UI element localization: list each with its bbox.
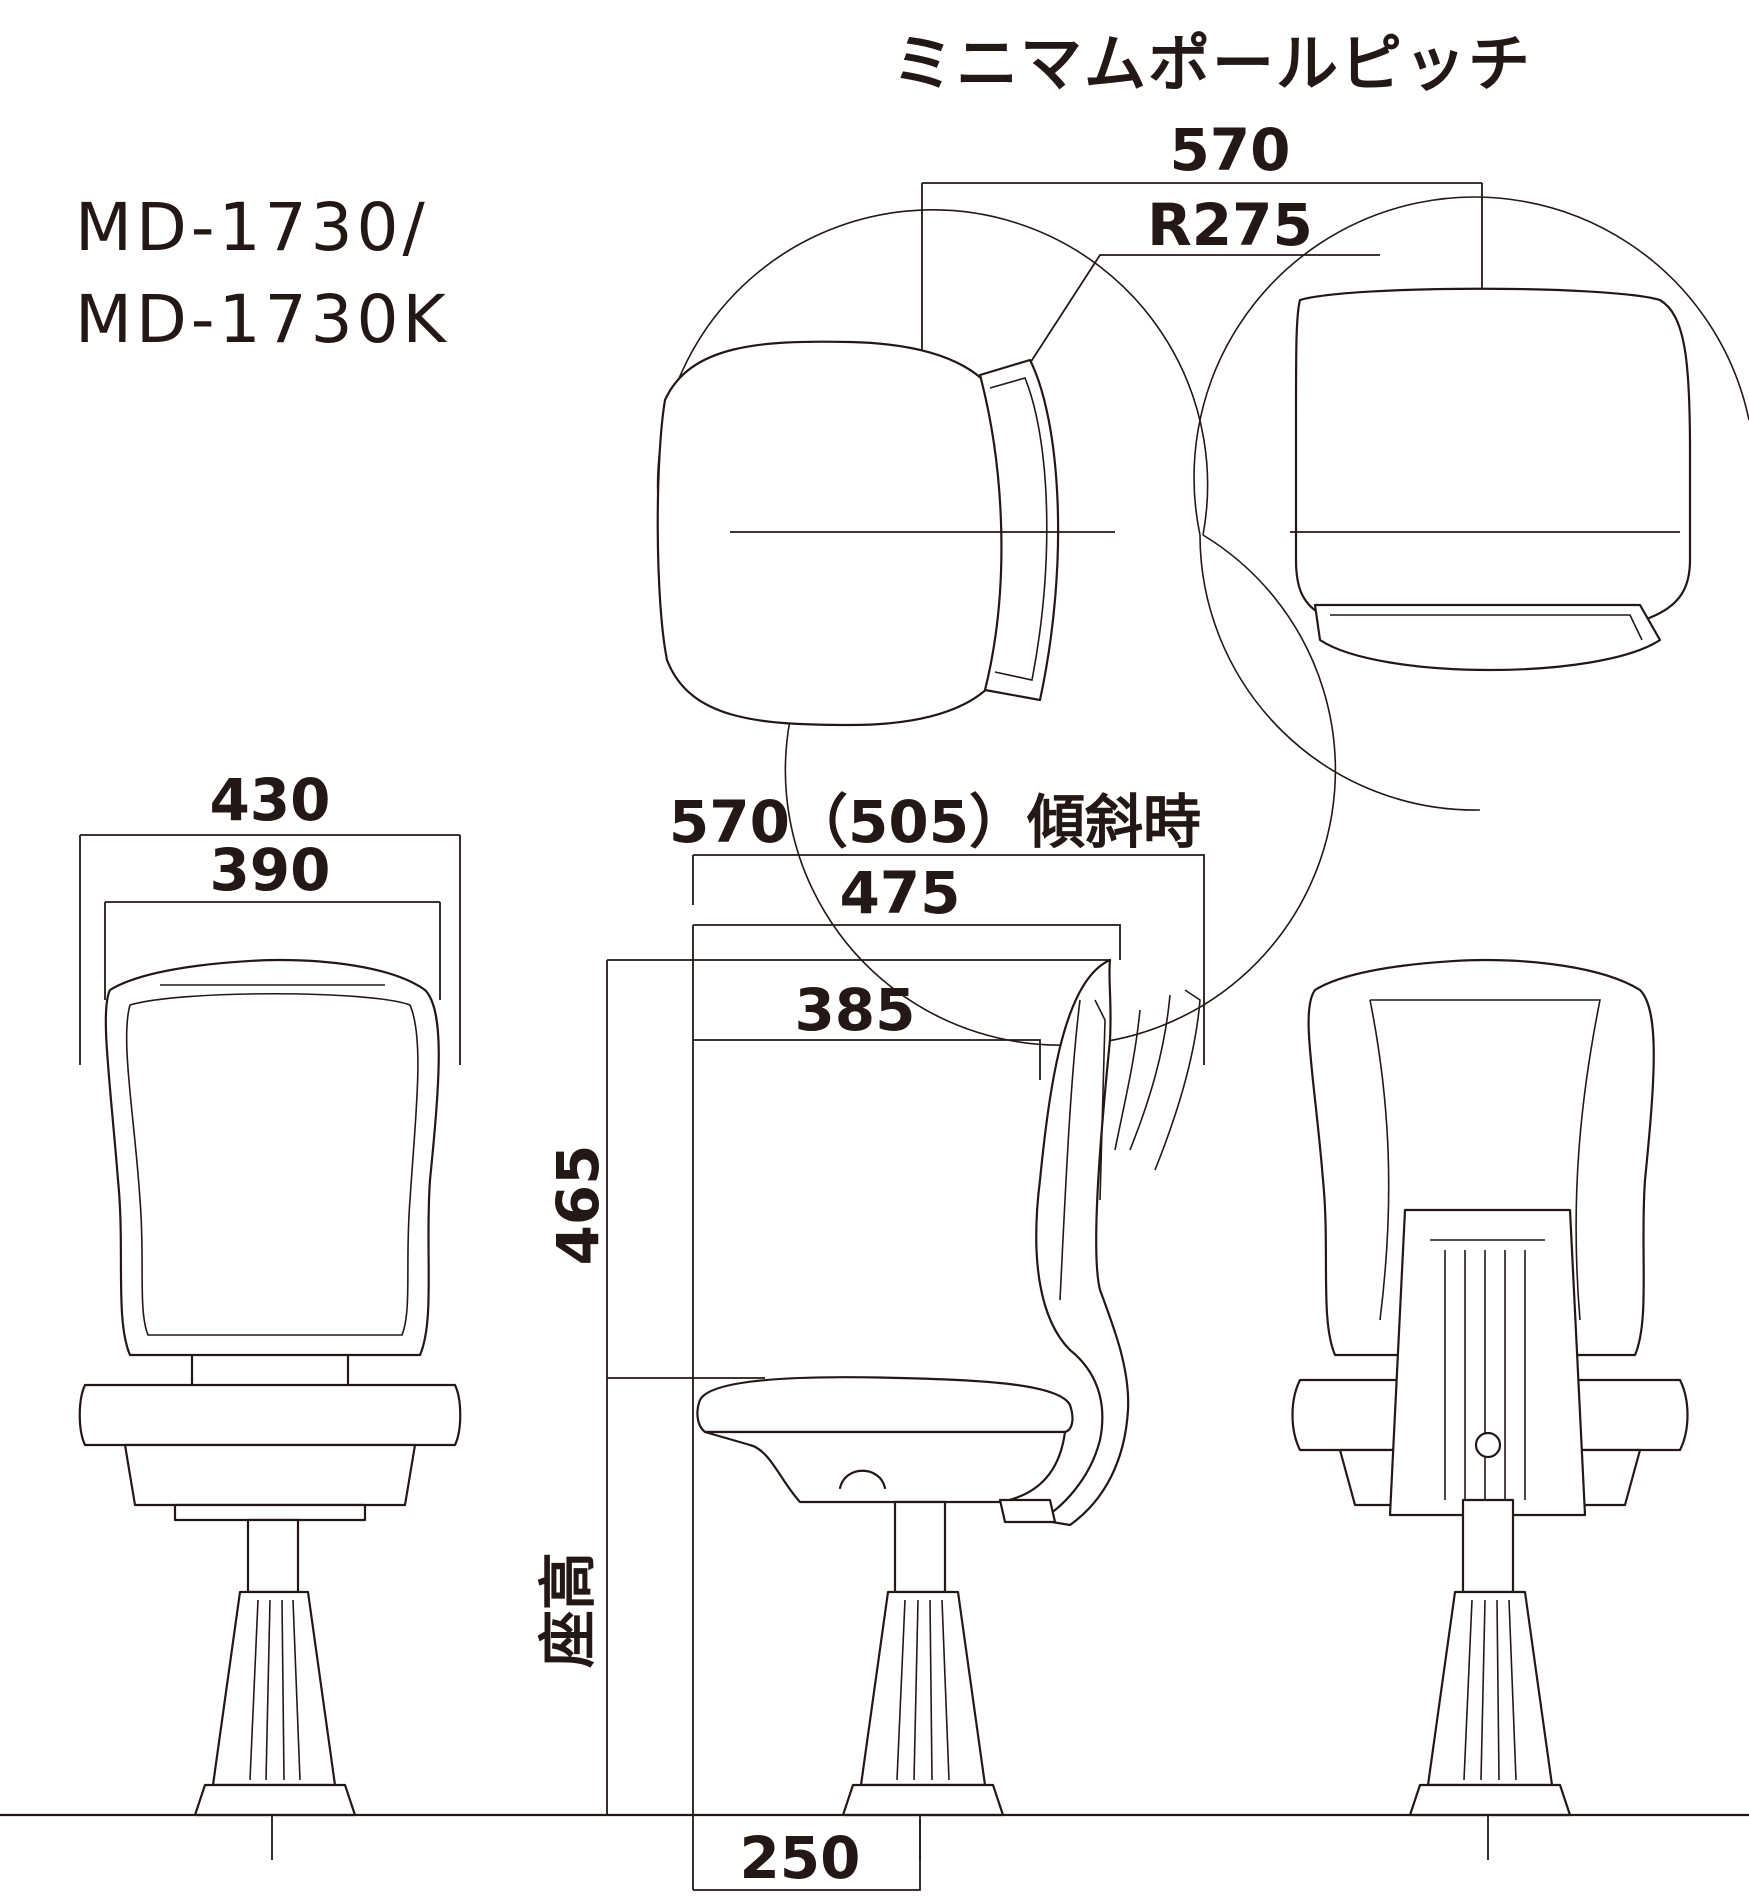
top-view: ミニマムポールピッチ 570 R275 [656, 27, 1749, 1046]
back-spine [1388, 1208, 1587, 1517]
front-base [211, 1590, 337, 1787]
front-view: 430 390 [78, 766, 462, 1817]
right-backrest-top [1313, 603, 1662, 672]
left-backrest-top [978, 358, 1060, 702]
side-depth-475-line [693, 924, 1121, 960]
front-outer-width-line [79, 834, 461, 1065]
side-depth-385-label: 385 [794, 976, 915, 1044]
front-inner-width-label: 390 [209, 836, 330, 904]
side-pole-offset-label: 250 [739, 1824, 860, 1892]
side-height-465-label: 465 [544, 1144, 612, 1265]
right-swing-circle [1193, 196, 1749, 811]
back-pole [1461, 1498, 1515, 1594]
side-mechanism [998, 1498, 1057, 1524]
side-seat [696, 1376, 1074, 1434]
side-backrest-tilted [1114, 989, 1201, 1171]
front-seat [78, 1383, 462, 1447]
radius-dimension-label: R275 [1147, 191, 1313, 259]
side-depth-total-line [692, 854, 1205, 1065]
side-depth-total-label: 570（505）傾斜時 [669, 788, 1201, 856]
front-backrest [104, 958, 440, 1357]
center-ticks [271, 1815, 1489, 1860]
front-inner-width-line [104, 901, 441, 1000]
top-view-title: ミニマムポールピッチ [892, 27, 1532, 100]
pitch-dimension-label: 570 [1169, 116, 1290, 184]
model-name-line2: MD-1730K [75, 281, 450, 358]
right-seat-top [1294, 287, 1692, 637]
left-seat-top [656, 340, 1012, 727]
back-view [1291, 958, 1689, 1817]
side-height-465-line [606, 959, 1110, 1815]
front-outer-width-label: 430 [209, 766, 330, 834]
side-depth-475-label: 475 [839, 859, 960, 927]
model-name-line1: MD-1730/ [75, 189, 429, 266]
side-base [859, 1590, 987, 1787]
side-pole [893, 1500, 947, 1594]
back-base [1426, 1590, 1554, 1787]
side-depth-385-line [693, 1039, 1041, 1080]
side-seat-height-label: 座高 [534, 1552, 602, 1668]
front-pole [246, 1518, 300, 1594]
side-view: 570（505）傾斜時 475 385 465 座高 250 [534, 788, 1205, 1892]
